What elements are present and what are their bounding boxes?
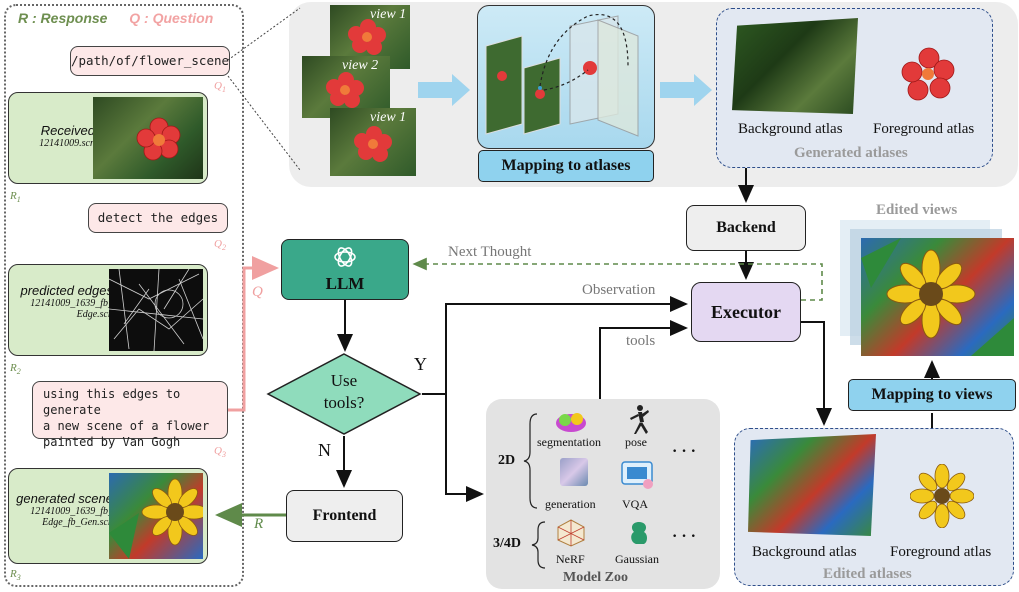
response-bubble-3: generated scene 12141009_1639_fb_ Edge_f… <box>8 468 208 564</box>
q-edge-label: Q <box>252 284 263 300</box>
response-3-title: generated scene <box>16 491 113 506</box>
question-3-line-1: using this edges to generate <box>43 387 181 417</box>
response-1-file: 12141009.scn <box>39 138 95 149</box>
llm-label: LLM <box>325 274 365 293</box>
response-1-title: Received <box>40 123 95 138</box>
backend-node: Backend <box>686 205 806 251</box>
question-1-tag: Q1 <box>214 80 226 95</box>
question-3-line-3: painted by Van Gogh <box>43 435 181 449</box>
pose-label: pose <box>625 435 647 449</box>
segmentation-icon <box>556 413 586 432</box>
use-tools-decision <box>266 353 422 435</box>
question-3-tag: Q3 <box>214 445 226 460</box>
decision-line-2: tools? <box>323 393 365 412</box>
executor-node: Executor <box>691 282 801 342</box>
view-image-3: view 1 <box>330 108 416 176</box>
response-3-file-line-1: 12141009_1639_fb_ <box>30 506 113 517</box>
edited-view-front <box>861 238 1014 356</box>
frontend-node: Frontend <box>286 490 403 542</box>
generated-scene-image <box>109 473 203 559</box>
model-zoo-title: Model Zoo <box>563 570 628 585</box>
backend-label: Backend <box>716 219 776 236</box>
edited-foreground-atlas-label: Foreground atlas <box>890 544 992 560</box>
ellipsis-34d: · · · <box>672 528 697 545</box>
generated-background-atlas-image <box>732 18 858 114</box>
mapping-to-views-label: Mapping to views <box>848 379 1016 411</box>
mapping-visualization <box>477 5 655 149</box>
nerf-label: NeRF <box>556 552 585 566</box>
question-bubble-3: using this edges to generate a new scene… <box>32 381 228 449</box>
edited-foreground-atlas-image <box>910 464 974 528</box>
observation-label: Observation <box>582 282 656 298</box>
pose-icon <box>630 405 649 434</box>
no-label: N <box>318 440 331 460</box>
llm-node: LLM <box>281 239 409 300</box>
question-2-tag: Q2 <box>214 238 226 253</box>
edited-atlases-title: Edited atlases <box>823 566 912 582</box>
response-bubble-2: predicted edges 12141009_1639_fb_ Edge.s… <box>8 264 208 356</box>
legend: R : Response Q : Question <box>18 10 213 26</box>
next-thought-label: Next Thought <box>448 244 532 260</box>
mapping-to-atlases-text: Mapping to atlases <box>501 157 631 174</box>
ellipsis-2d: · · · <box>672 443 697 460</box>
response-2-tag: R2 <box>10 362 21 377</box>
mapping-to-atlases-label: Mapping to atlases <box>478 150 654 182</box>
vqa-icon <box>621 461 653 489</box>
question-bubble-2: detect the edges <box>88 203 228 233</box>
edited-background-atlas-image <box>748 434 876 536</box>
mapping-to-views-text: Mapping to views <box>871 386 993 403</box>
nerf-icon <box>557 519 585 547</box>
tools-label: tools <box>626 333 656 349</box>
edges-image <box>109 269 203 351</box>
response-3-file-line-2: Edge_fb_Gen.scn <box>42 517 113 528</box>
edited-background-atlas-label: Background atlas <box>752 544 857 560</box>
decision-line-1: Use <box>330 371 358 390</box>
question-bubble-1: /path/of/flower_scene <box>70 46 230 76</box>
edited-views-title: Edited views <box>876 202 958 218</box>
question-1-text: /path/of/flower_scene <box>71 53 230 68</box>
response-2-file-line-1: 12141009_1639_fb_ <box>30 298 113 309</box>
received-flower-graphic <box>136 117 181 161</box>
model-zoo-panel <box>486 399 720 589</box>
gaussian-icon <box>631 522 647 544</box>
segmentation-label: segmentation <box>537 435 601 449</box>
yes-label: Y <box>414 354 427 374</box>
generated-foreground-atlas-label: Foreground atlas <box>873 121 975 137</box>
view-1-label: view 1 <box>370 7 407 22</box>
generated-atlases-title: Generated atlases <box>794 145 908 161</box>
generated-foreground-atlas-image <box>901 47 955 101</box>
response-1-tag: R1 <box>10 190 21 205</box>
generated-background-atlas-label: Background atlas <box>738 121 843 137</box>
response-2-file-line-2: Edge.scn <box>76 309 113 320</box>
r-edge-label: R <box>254 516 264 532</box>
question-2-text: detect the edges <box>97 210 219 225</box>
response-3-tag: R3 <box>10 568 21 583</box>
vqa-label: VQA <box>622 497 648 511</box>
gaussian-label: Gaussian <box>615 552 659 566</box>
model-zoo-2d-label: 2D <box>498 453 516 468</box>
legend-response: R : Response <box>18 10 108 26</box>
generation-label: generation <box>545 497 596 511</box>
question-3-line-2: a new scene of a flower <box>43 419 210 433</box>
generation-icon <box>560 458 588 486</box>
executor-label: Executor <box>711 301 781 322</box>
legend-question: Q : Question <box>129 10 214 26</box>
view-2-label: view 2 <box>342 58 379 73</box>
response-2-title: predicted edges <box>20 283 113 298</box>
view-3-label: view 1 <box>370 110 407 125</box>
response-bubble-1: Received 12141009.scn <box>8 92 208 184</box>
frontend-label: Frontend <box>312 507 377 524</box>
view-image-2: view 2 <box>302 56 390 118</box>
openai-icon <box>334 247 356 267</box>
model-zoo-34d-label: 3/4D <box>493 536 521 551</box>
